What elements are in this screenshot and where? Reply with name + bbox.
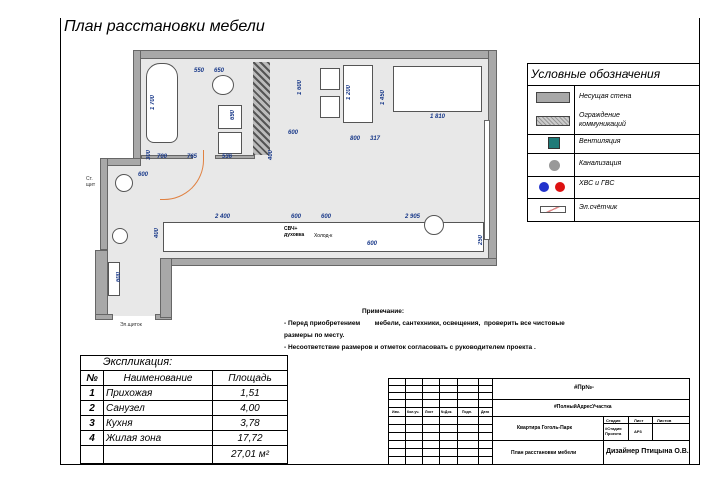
project-code: #Пр№-: [574, 385, 595, 391]
bearing-wall-icon: [536, 92, 570, 103]
frame-right: [699, 18, 700, 465]
page-title: План расстановки мебели: [64, 18, 265, 35]
total-area: 27,01 м²: [212, 445, 288, 464]
frame-bottom: [60, 464, 700, 465]
riser-label: Ст. щит: [86, 176, 96, 188]
project-stage: #Стадия Проекта: [605, 426, 622, 436]
chair: [320, 96, 340, 118]
project-address: #ПолныйАдресУчастка: [554, 404, 612, 410]
table: [343, 65, 373, 123]
bathtub: [146, 63, 178, 143]
plant: [115, 174, 133, 192]
sewer-icon: [549, 160, 560, 171]
sheet-number: АР3: [634, 429, 642, 434]
notes: Примечание: - Перед приобретением мебели…: [284, 308, 565, 351]
hot-water-icon: [555, 182, 565, 192]
utility-enclosure-icon: [536, 116, 570, 126]
stove-label: СВЧ+ духовка: [284, 226, 305, 238]
washing-machine: [218, 132, 242, 154]
electric-meter-icon: [540, 206, 566, 213]
sink: [218, 105, 242, 129]
title-block: Изм. Кол.уч. Лист №Док. Подп. Дата #Пр№-…: [388, 378, 690, 465]
lamp: [112, 228, 128, 244]
object-name: Квартира Гоголь-Парк: [517, 425, 573, 431]
notes-heading: Примечание:: [362, 308, 404, 315]
meter-label: Эл.щиток: [120, 322, 142, 328]
wardrobe: [108, 262, 120, 296]
cold-water-icon: [539, 182, 549, 192]
ventilation-shaft: [253, 62, 270, 155]
sofa: [393, 66, 482, 112]
toilet: [212, 75, 234, 95]
chair: [320, 68, 340, 90]
drawing-name: План расстановки мебели: [511, 450, 577, 456]
sink-round: [424, 215, 444, 235]
legend-title: Условные обозначения: [531, 67, 661, 81]
wall-top: [133, 50, 497, 59]
legend: Условные обозначения Несущая стена Ограж…: [527, 63, 700, 222]
designer: Дизайнер Птицына О.В.: [606, 448, 689, 455]
fridge-label: Холод-к: [314, 233, 333, 239]
ventilation-icon: [548, 137, 560, 149]
frame-left: [60, 18, 61, 465]
